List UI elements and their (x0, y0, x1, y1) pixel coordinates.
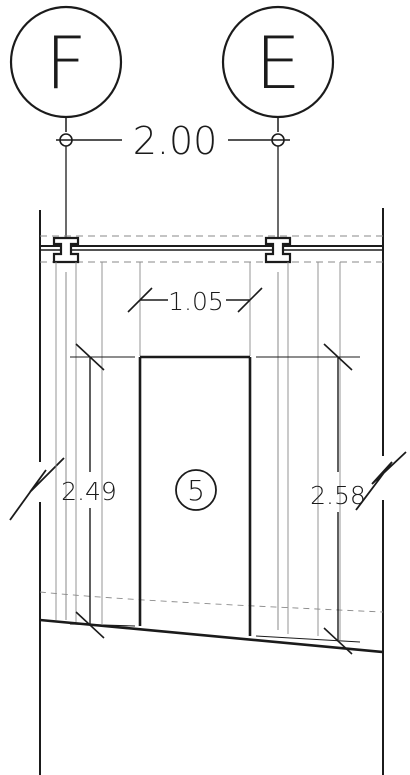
grid-bubble-f: F (9, 5, 123, 119)
door-width-dimension: 1.05 (127, 287, 263, 316)
grid-label-f: F (45, 21, 86, 105)
steel-section-e (264, 236, 292, 264)
break-symbol-right (355, 451, 407, 511)
construction-lines (55, 262, 341, 640)
break-symbol-left (9, 457, 65, 521)
grid-spacing-label: 2.00 (133, 119, 218, 163)
left-height-label: 2.49 (61, 477, 117, 506)
steel-section-f (52, 236, 80, 264)
left-height-dimension: 2.49 (61, 343, 136, 639)
grid-label-e: E (255, 21, 301, 105)
right-height-dimension: 2.58 (255, 343, 366, 655)
grid-spacing-dimension: 2.00 (56, 119, 290, 163)
door-width-label: 1.05 (168, 287, 224, 316)
door-tag: 5 (175, 469, 217, 511)
door-opening (138, 355, 252, 636)
door-tag-number: 5 (187, 474, 205, 507)
right-height-label: 2.58 (310, 481, 366, 510)
top-rail (40, 235, 383, 263)
grid-bubble-e: E (221, 5, 335, 119)
